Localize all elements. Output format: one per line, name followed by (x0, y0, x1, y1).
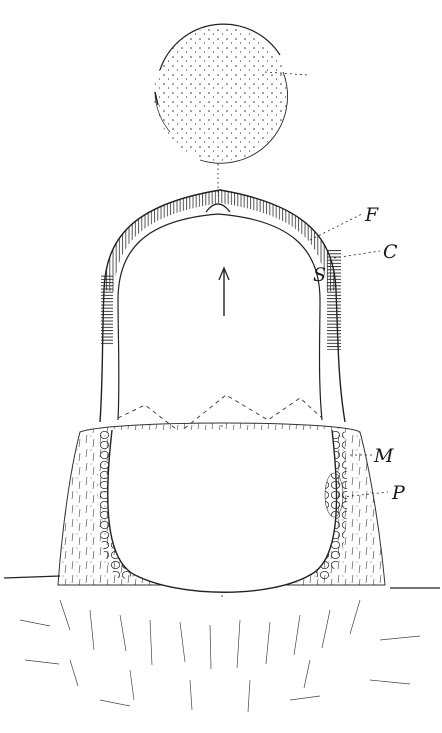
inner-chamber (108, 430, 337, 592)
sphere-s (154, 24, 308, 163)
label-p: P (392, 484, 405, 503)
inner-membrane-f (118, 214, 322, 420)
substrate-hatching (20, 600, 420, 712)
label-f: F (365, 206, 378, 225)
arrow-up-icon (219, 268, 229, 316)
label-m: M (374, 447, 393, 466)
outer-wall-c (100, 190, 345, 422)
label-c: C (383, 243, 398, 262)
label-s: S (313, 266, 326, 285)
top-notch (206, 204, 230, 212)
